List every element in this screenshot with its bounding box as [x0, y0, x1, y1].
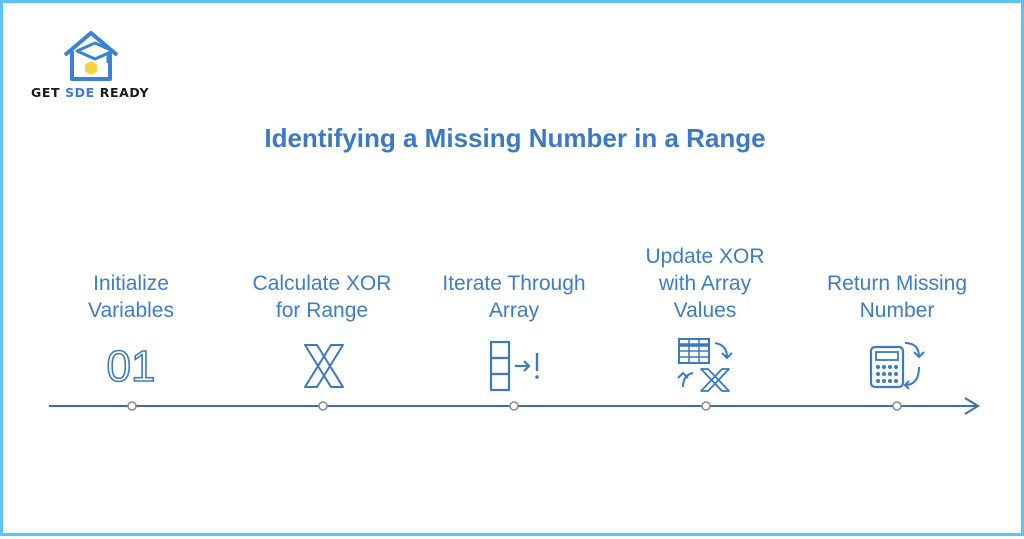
timeline-node-4 — [701, 401, 711, 411]
calculator-return-icon — [869, 342, 925, 390]
graduation-house-icon — [63, 31, 119, 81]
timeline-node-5 — [892, 401, 902, 411]
x-letter-icon — [304, 344, 344, 388]
timeline-node-1 — [127, 401, 137, 411]
table-update-xor-icon — [677, 338, 733, 392]
brand-logo: GET SDE READY — [31, 27, 161, 103]
digits-text: 01 — [107, 342, 156, 391]
page-title: Identifying a Missing Number in a Range — [264, 123, 766, 153]
timeline-arrowhead — [964, 397, 980, 415]
timeline-node-2 — [318, 401, 328, 411]
brand-accent: SDE — [65, 85, 95, 100]
digits-01-icon: 01 — [106, 341, 157, 391]
timeline-node-3 — [509, 401, 519, 411]
brand-name: GET SDE READY — [31, 85, 150, 100]
array-iterate-icon — [489, 340, 539, 392]
